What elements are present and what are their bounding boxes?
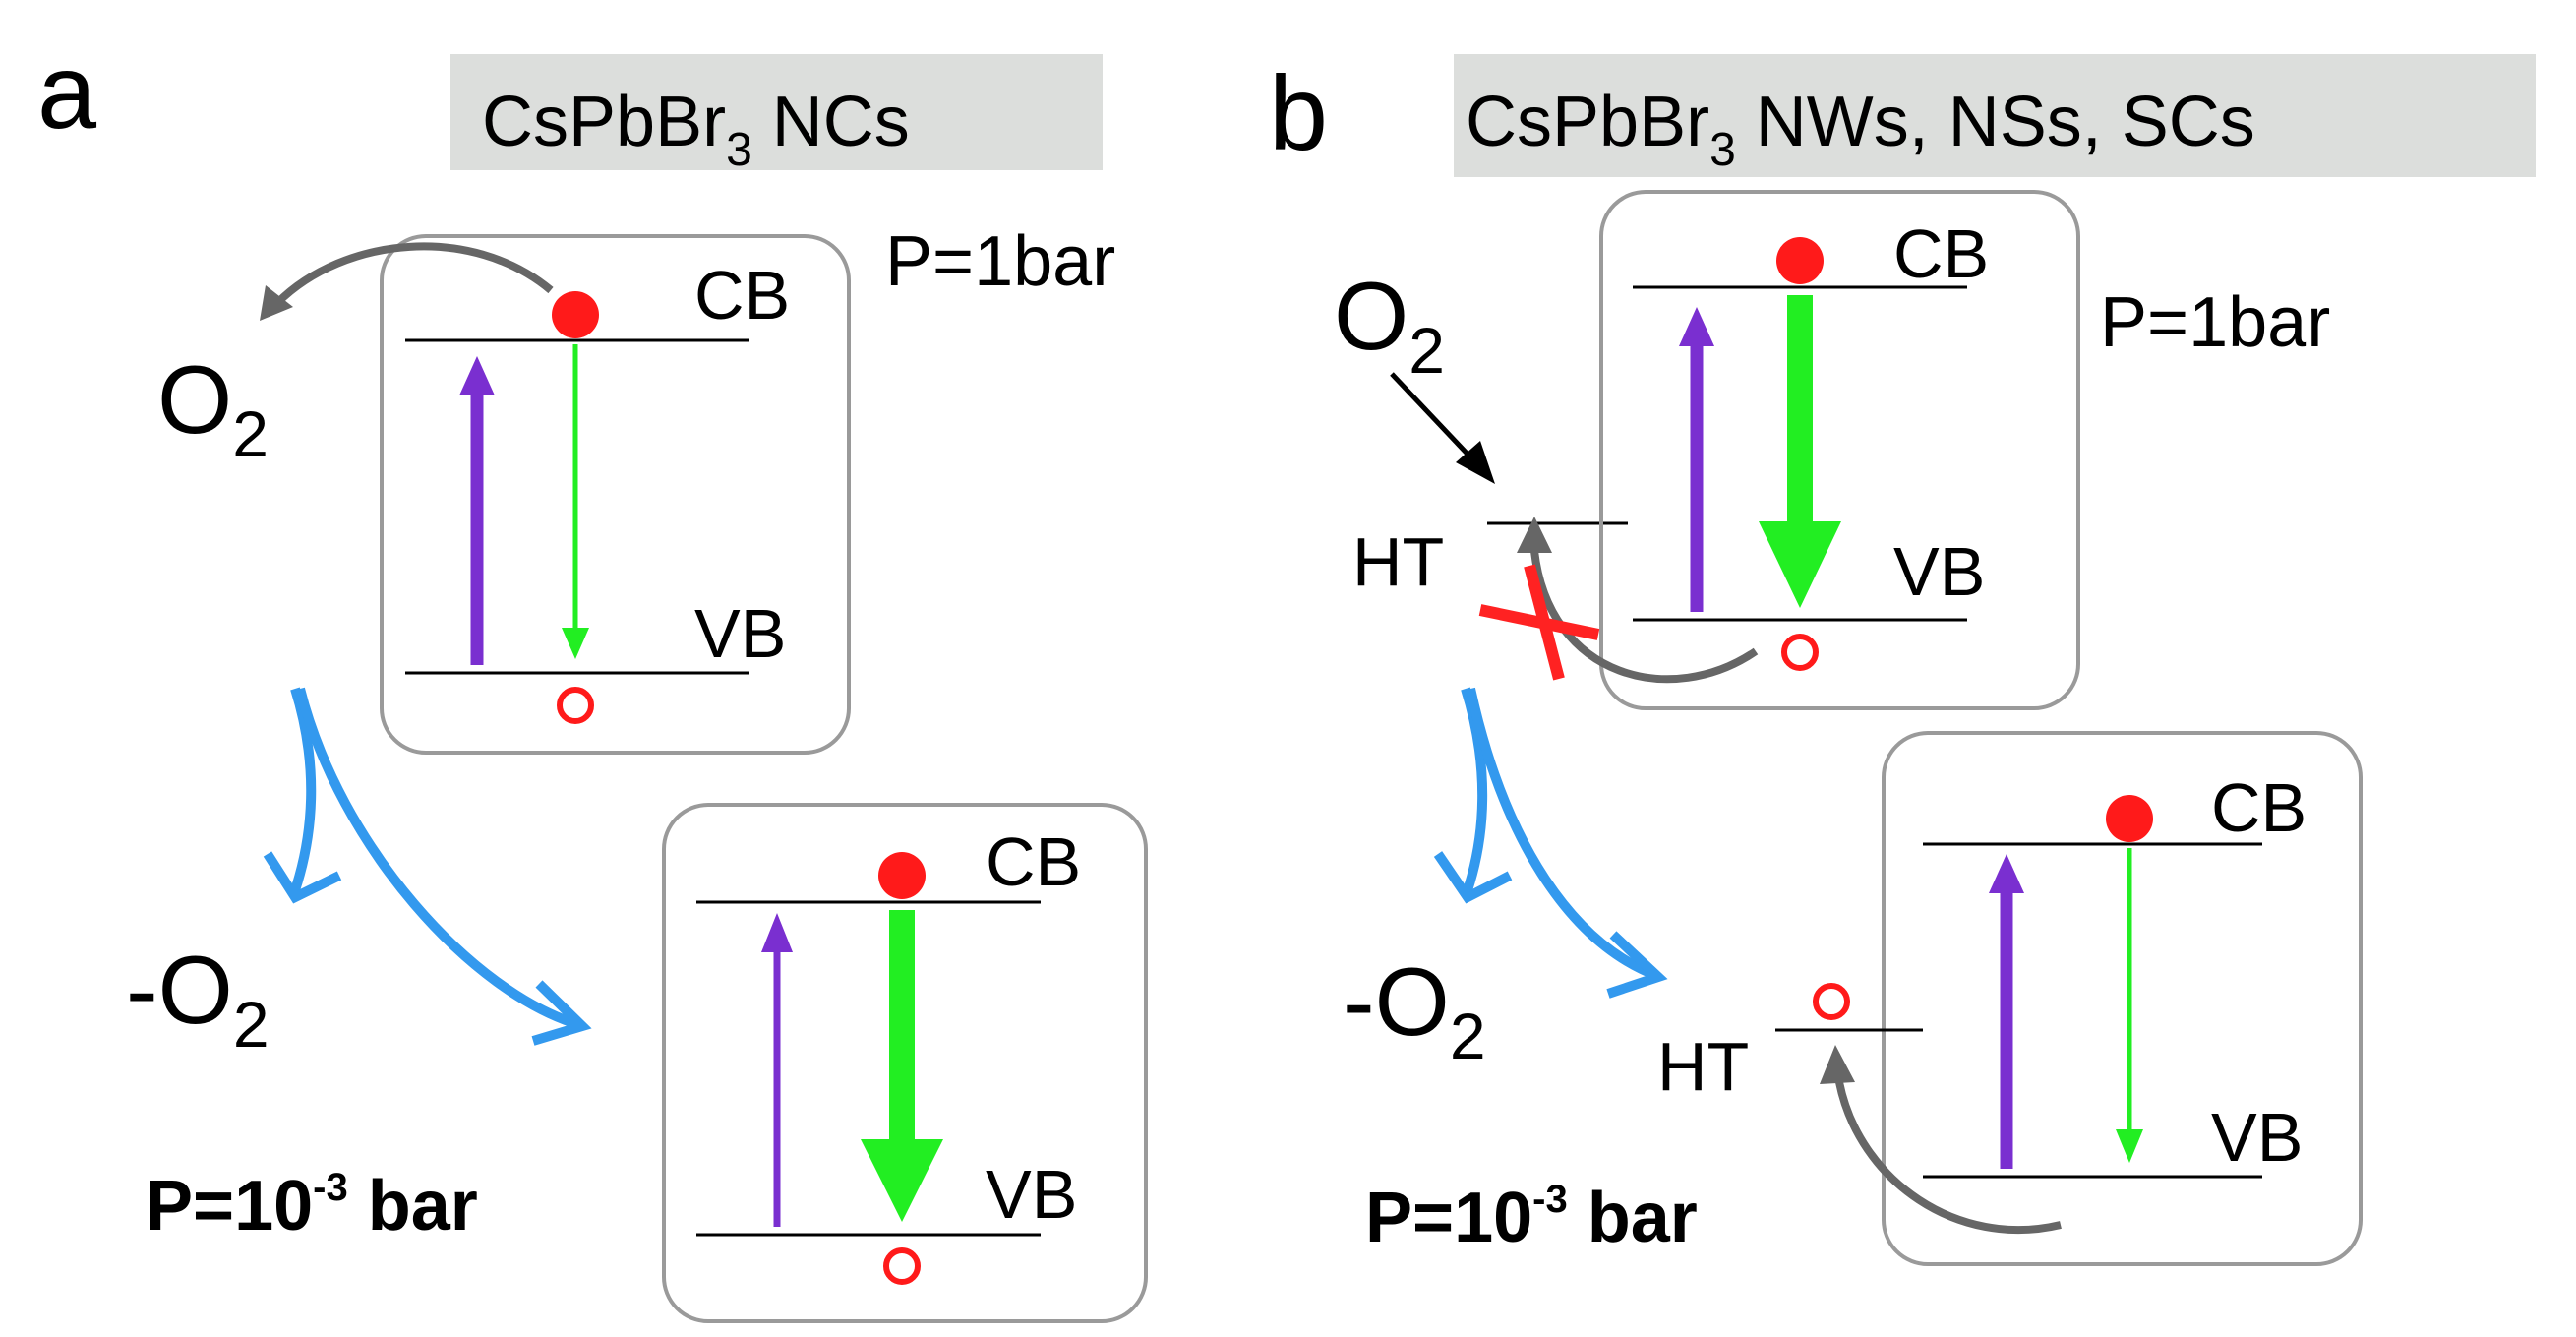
panel-a-tag-label: CsPbBr3 NCs xyxy=(482,83,910,176)
panel-b-band-box-high xyxy=(1599,190,2080,710)
panel-b-transition-arrow xyxy=(1466,687,1659,981)
panel-b-hole-transfer-arrow xyxy=(1530,550,1759,684)
panel-b-excitation-arrowhead xyxy=(1679,307,1714,346)
panel-b-low-cb-label: CB xyxy=(2211,769,2306,846)
panel-a-transition-arrow xyxy=(295,687,582,1030)
panel-b-o2-trap-arrow xyxy=(1390,372,1477,464)
panel-a-hole xyxy=(557,687,594,724)
panel-a-electron-transfer-arrow xyxy=(274,242,554,306)
panel-b-tag-label: CsPbBr3 NWs, NSs, SCs xyxy=(1466,83,2255,176)
panel-b-low-vb-label: VB xyxy=(2211,1099,2303,1176)
panel-a-vb-label: VB xyxy=(694,595,786,672)
panel-a-low-vb-label: VB xyxy=(986,1156,1077,1233)
panel-b-minus-o2-label: -O2 xyxy=(1343,947,1486,1072)
panel-a-low-emission-arrowhead xyxy=(861,1139,943,1222)
panel-a-low-electron xyxy=(878,852,926,899)
panel-b-hole xyxy=(1781,634,1819,671)
panel-b-desorption-arrowhead xyxy=(1433,851,1513,904)
panel-b-cb-label: CB xyxy=(1893,215,1989,292)
panel-a-electron xyxy=(552,291,599,338)
panel-b-band-box-low xyxy=(1882,731,2363,1266)
panel-a-o2-label: O2 xyxy=(157,345,269,470)
panel-a: a CsPbBr3 NCs P=1bar O2 CB VB -O2 P=10-3… xyxy=(37,31,1148,1323)
panel-b-transition-arrowhead xyxy=(1606,931,1668,999)
panel-a-band-box-high xyxy=(380,234,851,755)
panel-b-low-hole-transfer-arrow xyxy=(1835,1081,2062,1234)
panel-b-pressure-low: P=10-3 bar xyxy=(1365,1178,1698,1257)
panel-b-tag: CsPbBr3 NWs, NSs, SCs xyxy=(1454,54,2536,177)
panel-a-excitation-arrowhead xyxy=(459,356,495,395)
panel-a-low-hole xyxy=(883,1247,921,1285)
panel-b-low-emission-arrowhead xyxy=(2116,1129,2143,1163)
panel-a-tag-background xyxy=(450,54,1103,170)
panel-a-electron-transfer-arrowhead xyxy=(260,285,293,321)
panel-b-hole-transfer-arrowhead xyxy=(1517,517,1552,553)
panel-a-emission-arrowhead xyxy=(562,628,589,659)
panel-a-desorption-arrow xyxy=(290,687,317,892)
panel-a-letter: a xyxy=(37,31,97,151)
panel-b-low-trapped-hole xyxy=(1813,983,1850,1020)
panel-a-low-excitation-arrowhead xyxy=(761,913,793,952)
panel-a-tag: CsPbBr3 NCs xyxy=(450,54,1103,176)
panel-b-electron xyxy=(1776,237,1824,284)
panel-b-tag-background xyxy=(1454,54,2536,177)
panel-b-letter: b xyxy=(1269,53,1328,172)
panel-a-cb-label: CB xyxy=(694,257,790,334)
panel-a-desorption-arrowhead xyxy=(263,851,342,904)
panel-b-blocked-mark-2 xyxy=(1524,564,1565,681)
panel-b-low-ht-label: HT xyxy=(1657,1028,1749,1105)
panel-b-ht-label: HT xyxy=(1352,523,1444,600)
panel-a-minus-o2-label: -O2 xyxy=(126,936,270,1061)
panel-a-pressure-low: P=10-3 bar xyxy=(146,1166,478,1246)
panel-b-low-hole-transfer-arrowhead xyxy=(1820,1045,1855,1084)
panel-b-vb-label: VB xyxy=(1893,533,1985,610)
panel-a-band-box-low xyxy=(662,803,1148,1323)
panel-b-low-electron xyxy=(2106,795,2153,842)
panel-a-pressure-high: P=1bar xyxy=(885,222,1115,301)
panel-b-emission-arrowhead xyxy=(1759,521,1841,608)
panel-a-low-cb-label: CB xyxy=(986,823,1081,900)
panel-b-low-excitation-arrowhead xyxy=(1989,854,2024,893)
panel-a-transition-arrowhead xyxy=(531,980,592,1046)
panel-b-o2-trap-arrowhead xyxy=(1456,441,1495,484)
panel-b-o2-label: O2 xyxy=(1334,262,1445,387)
panel-b: b CsPbBr3 NWs, NSs, SCs P=1bar O2 HT CB … xyxy=(1269,53,2536,1266)
panel-b-pressure-high: P=1bar xyxy=(2100,283,2330,362)
